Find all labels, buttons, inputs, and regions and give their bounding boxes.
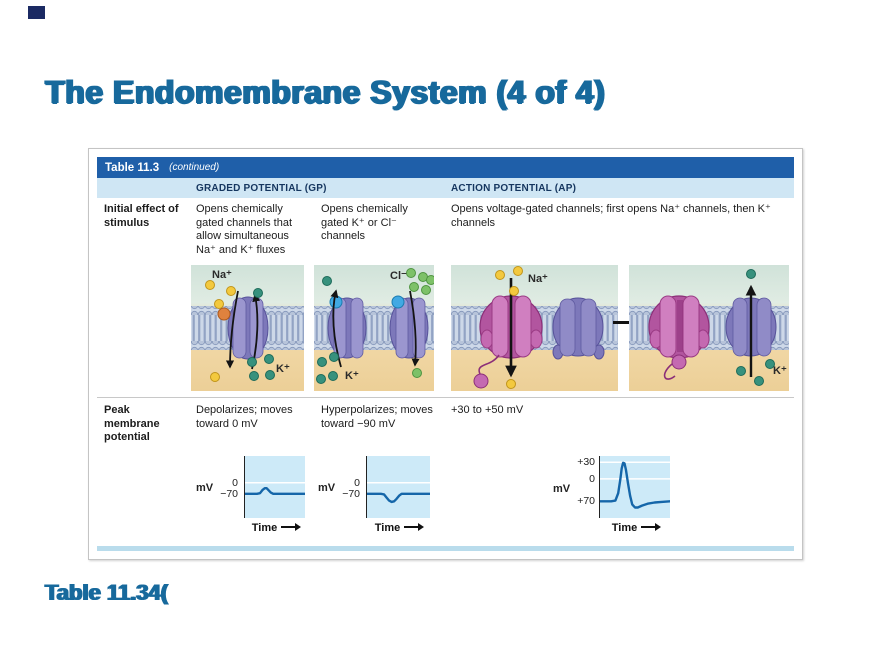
purple-cl-channel	[389, 297, 429, 359]
membrane-panel-chemically-gated-na-k: Na⁺ K⁺	[191, 265, 304, 391]
purple-k-channel-closed	[552, 297, 605, 360]
graph1-y-axis-label: mV	[196, 482, 214, 494]
graph3-y-axis-label: mV	[553, 483, 571, 495]
table-footer-strip	[97, 546, 794, 551]
purple-k-channel-open	[725, 297, 777, 357]
membrane-panel-voltage-gated-k-opens: K⁺	[629, 265, 789, 391]
potassium-ions	[316, 276, 339, 384]
table-continued-note: (continued)	[169, 162, 220, 173]
cell-gp-hyperpolarizing-effect: Opens chemically gated K⁺ or Cl⁻ channel…	[321, 203, 408, 242]
graph3-time-text: Time	[611, 522, 638, 534]
inactivation-gate-chain	[478, 354, 500, 375]
table-title: Table 11.3	[105, 161, 160, 174]
graph2-time-text: Time	[374, 522, 401, 534]
slide-caption: Table 11.34(	[44, 580, 168, 605]
row-label-peak-potential: Peak membrane potential	[104, 404, 160, 443]
corner-accent-rectangle	[28, 6, 45, 19]
graph3-tick-plus70: +70	[577, 495, 595, 507]
graph1-plot-area	[243, 456, 307, 518]
graph1-tick-0: 0	[232, 477, 238, 489]
column-header-graded-potential: GRADED POTENTIAL (GP)	[196, 183, 327, 194]
cell-gp-depolarizes: Depolarizes; moves toward 0 mV	[196, 404, 293, 430]
graph2-tick-minus70: −70	[342, 488, 360, 500]
graph2-plot-area	[365, 456, 432, 518]
purple-k-channel	[327, 297, 367, 359]
table-header-bar: Table 11.3 (continued)	[97, 157, 794, 178]
k-ion-label: K⁺	[773, 365, 787, 377]
cell-gp-depolarizing-effect: Opens chemically gated channels that all…	[196, 203, 293, 256]
graph1-x-axis-label: Time	[239, 522, 309, 534]
graph2-tick-0: 0	[354, 477, 360, 489]
purple-channel-protein	[227, 296, 269, 360]
membrane-diagram-3	[451, 266, 618, 389]
membrane-diagram-2	[314, 268, 434, 384]
graph3-trace	[598, 461, 672, 509]
time-arrow-icon	[404, 523, 425, 532]
neurotransmitter-ion	[217, 307, 231, 321]
graph1-tick-minus70: −70	[220, 488, 238, 500]
k-ion-label: K⁺	[345, 370, 359, 382]
cl-influx-arrow	[409, 290, 420, 367]
membrane-panel-k-or-cl-channels: Cl⁻ K⁺	[314, 265, 434, 391]
time-arrow-icon	[281, 523, 302, 532]
table-figure-card: Table 11.3 (continued) GRADED POTENTIAL …	[88, 148, 803, 560]
graph3-tick-plus30: +30	[577, 456, 595, 468]
cl-ion-label: Cl⁻	[390, 270, 407, 282]
column-header-band: GRADED POTENTIAL (GP) ACTION POTENTIAL (…	[97, 178, 794, 198]
membrane-diagram-4	[629, 269, 789, 386]
inactivation-gate-ball	[473, 373, 489, 389]
na-ion-label: Na⁺	[528, 273, 548, 285]
inactivation-gate-chain	[663, 363, 676, 380]
graph2-x-axis-label: Time	[362, 522, 432, 534]
time-arrow-icon	[641, 523, 662, 532]
k-ion-label: K⁺	[276, 363, 290, 375]
graph2-y-axis-label: mV	[318, 482, 336, 494]
sodium-ions	[205, 280, 236, 382]
row-divider	[97, 397, 794, 398]
sodium-ions	[495, 266, 523, 389]
membrane-panel-voltage-gated-na-opens: Na⁺	[451, 265, 618, 391]
cell-ap-effect: Opens voltage-gated channels; first open…	[451, 203, 771, 229]
inactivation-gate-ball	[671, 354, 687, 370]
graph1-time-text: Time	[251, 522, 278, 534]
k-efflux-arrow	[330, 289, 342, 368]
na-ion-label: Na⁺	[212, 269, 232, 281]
neurotransmitter-ion	[391, 295, 405, 309]
row-label-initial-effect: Initial effect of stimulus	[104, 203, 179, 229]
membrane-diagram-1	[191, 280, 304, 382]
column-header-action-potential: ACTION POTENTIAL (AP)	[451, 183, 577, 194]
slide-title: The Endomembrane System (4 of 4)	[44, 74, 605, 110]
na-influx-arrow	[225, 290, 239, 369]
graph1-trace	[243, 481, 307, 495]
graph2-trace	[365, 481, 432, 504]
pink-na-channel-inactivated	[648, 295, 710, 380]
graph3-plot-area	[598, 456, 672, 518]
potassium-ions	[247, 288, 275, 381]
cell-gp-hyperpolarizes: Hyperpolarizes; moves toward −90 mV	[321, 404, 433, 430]
chloride-ions	[406, 268, 434, 378]
graph3-tick-0: 0	[589, 473, 595, 485]
neurotransmitter-ion	[329, 295, 343, 309]
cell-ap-peak-value: +30 to +50 mV	[451, 404, 524, 416]
potassium-ions	[736, 269, 775, 386]
graph3-x-axis-label: Time	[599, 522, 669, 534]
